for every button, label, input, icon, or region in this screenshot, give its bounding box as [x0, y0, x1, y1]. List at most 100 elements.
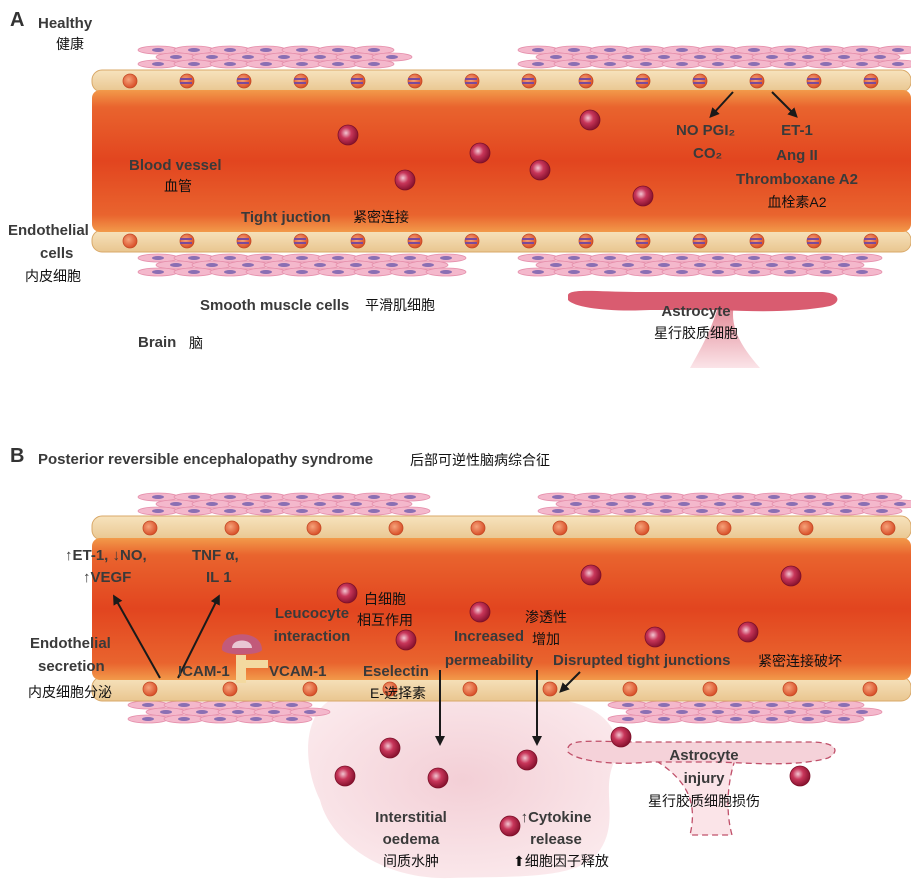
cytokine-release-label-cn: ⬆细胞因子释放 — [513, 853, 609, 869]
vegf-label: ↑VEGF — [83, 569, 132, 586]
smooth-muscle-label: Smooth muscle cells — [200, 297, 350, 314]
muscle-cell-nucleus — [152, 256, 164, 260]
muscle-cell-nucleus — [350, 502, 362, 506]
muscle-cell-nucleus — [604, 62, 616, 66]
muscle-cell-nucleus — [586, 55, 598, 59]
red-blood-cell — [499, 815, 521, 837]
muscle-cell-nucleus — [332, 495, 344, 499]
muscle-cell-nucleus — [712, 270, 724, 274]
red-blood-cell — [469, 601, 491, 623]
disrupted-junctions-label-cn: 紧密连接破坏 — [758, 653, 842, 669]
muscle-cell-nucleus — [224, 62, 236, 66]
muscle-cell-nucleus — [766, 55, 778, 59]
muscle-cell-nucleus — [784, 710, 796, 714]
muscle-cell-nucleus — [368, 62, 380, 66]
endothelial-nucleus — [863, 73, 879, 89]
endothelial-nucleus — [806, 233, 822, 249]
muscle-cell-nucleus — [624, 495, 636, 499]
muscle-cell-nucleus — [856, 62, 868, 66]
red-blood-cell — [737, 621, 759, 643]
muscle-cell-nucleus — [856, 256, 868, 260]
muscle-cell-nucleus — [250, 717, 262, 721]
muscle-cell-nucleus — [206, 55, 218, 59]
muscle-cell-nucleus — [804, 509, 816, 513]
endothelial-nucleus — [388, 520, 404, 536]
tight-junctions-top — [180, 78, 876, 84]
muscle-cell-nucleus — [260, 270, 272, 274]
icam-label: ICAM-1 — [178, 663, 230, 680]
endothelial-nucleus — [464, 233, 480, 249]
muscle-cell-nucleus — [694, 55, 706, 59]
muscle-cell-nucleus — [766, 703, 778, 707]
ang2-label: Ang II — [776, 147, 818, 164]
muscle-cell-nucleus — [188, 256, 200, 260]
muscle-cell-nucleus — [784, 270, 796, 274]
endothelial-nucleus — [880, 520, 896, 536]
muscle-cell-nucleus — [876, 509, 888, 513]
muscle-cell-nucleus — [260, 48, 272, 52]
muscle-cell-nucleus — [268, 710, 280, 714]
thromboxane-label-cn: 血栓素A2 — [767, 194, 827, 210]
increased-permeability-label-2: permeability — [444, 652, 534, 669]
muscle-cell-nucleus — [624, 509, 636, 513]
astrocyte-injury-label-cn: 星行胶质细胞损伤 — [648, 793, 760, 809]
endothelial-secretion-label-2: secretion — [38, 658, 105, 675]
muscle-cell-nucleus — [892, 62, 904, 66]
muscle-cell-nucleus — [696, 509, 708, 513]
muscle-cell-nucleus — [768, 509, 780, 513]
endothelial-nucleus — [806, 73, 822, 89]
endothelial-nucleus — [464, 73, 480, 89]
muscle-cell-nucleus — [152, 509, 164, 513]
red-blood-cells-b — [334, 564, 811, 837]
muscle-cell-nucleus — [532, 62, 544, 66]
muscle-cell-nucleus — [404, 270, 416, 274]
red-blood-cells-a — [337, 109, 654, 207]
muscle-cell-nucleus — [604, 270, 616, 274]
smooth-muscle-layer-top — [137, 45, 911, 69]
muscle-cell-nucleus — [188, 270, 200, 274]
leucocyte-label-cn-1: 白细胞 — [364, 591, 406, 607]
muscle-cell-nucleus — [804, 495, 816, 499]
muscle-cell-nucleus — [586, 263, 598, 267]
muscle-cell-nucleus — [820, 256, 832, 260]
muscle-cell-nucleus — [820, 48, 832, 52]
endothelial-nucleus — [142, 520, 158, 536]
healthy-title-cn: 健康 — [56, 36, 84, 52]
endothelial-nucleus — [798, 520, 814, 536]
panel-b-letter: B — [10, 445, 25, 467]
muscle-cell-nucleus — [386, 55, 398, 59]
panel-b-pres-vessel — [91, 492, 911, 879]
muscle-cell-nucleus — [206, 263, 218, 267]
muscle-cell-nucleus — [278, 55, 290, 59]
thromboxane-label: Thromboxane A2 — [736, 171, 858, 188]
muscle-cell-nucleus — [640, 270, 652, 274]
muscle-cell-nucleus — [260, 62, 272, 66]
muscle-cell-nucleus — [568, 62, 580, 66]
muscle-cell-nucleus — [224, 256, 236, 260]
muscle-cell-nucleus — [712, 62, 724, 66]
muscle-cell-nucleus — [368, 256, 380, 260]
muscle-cell-nucleus — [570, 502, 582, 506]
endothelial-nucleus — [302, 681, 318, 697]
endothelial-nucleus — [350, 233, 366, 249]
muscle-cell-nucleus — [676, 270, 688, 274]
muscle-cell-nucleus — [750, 502, 762, 506]
muscle-cell-nucleus — [766, 717, 778, 721]
endothelial-nucleus — [578, 233, 594, 249]
muscle-cell-nucleus — [802, 717, 814, 721]
muscle-cell-nucleus — [568, 256, 580, 260]
muscle-cell-nucleus — [606, 502, 618, 506]
muscle-cell-nucleus — [296, 48, 308, 52]
muscle-cell-nucleus — [784, 256, 796, 260]
muscle-cell-nucleus — [332, 256, 344, 260]
endothelial-nucleus — [521, 233, 537, 249]
muscle-cell-nucleus — [314, 502, 326, 506]
interstitial-oedema-label-1: Interstitial — [375, 809, 447, 826]
panel-a-letter: A — [10, 9, 25, 31]
muscle-cell-nucleus — [588, 495, 600, 499]
muscle-cell-nucleus — [694, 703, 706, 707]
muscle-cell-nucleus — [748, 48, 760, 52]
endothelial-nucleus — [622, 681, 638, 697]
muscle-cell-nucleus — [660, 495, 672, 499]
increased-permeability-label-1: Increased — [453, 628, 525, 645]
